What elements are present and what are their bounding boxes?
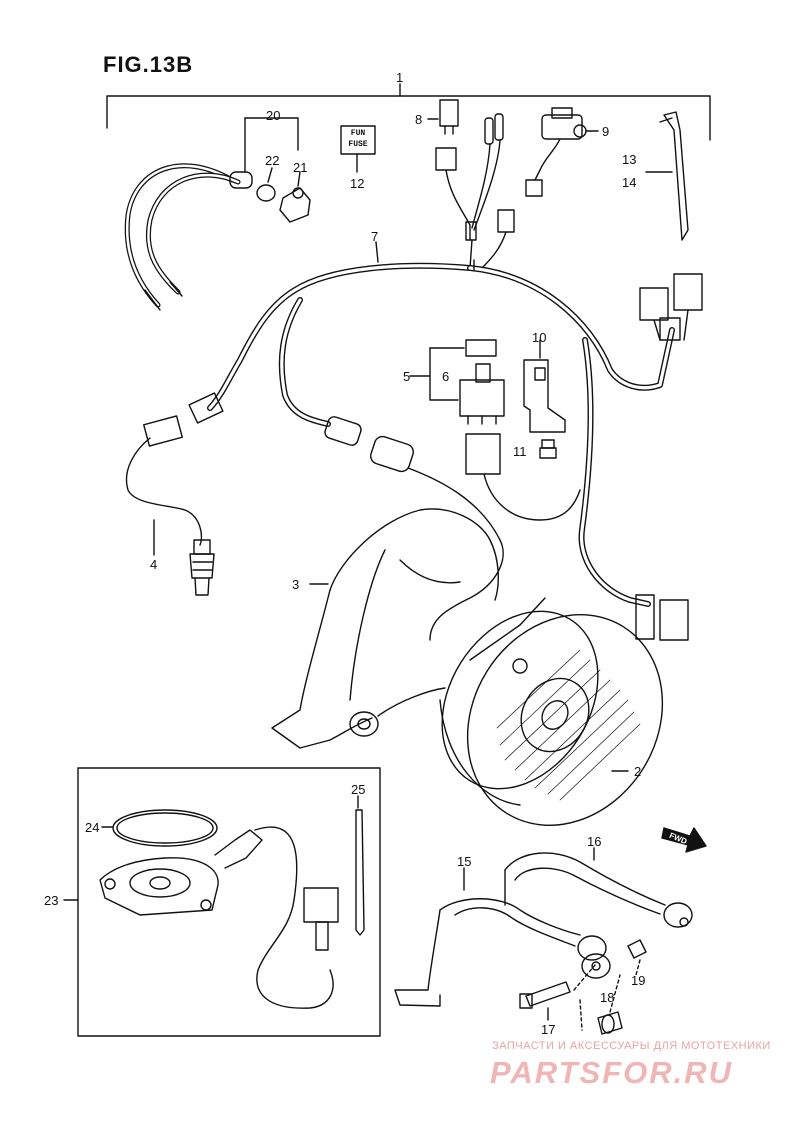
part-18-collar — [597, 1011, 623, 1035]
part-8-fuse — [439, 99, 459, 135]
callout-14: 14 — [622, 175, 637, 190]
callout-10: 10 — [532, 330, 547, 345]
callout-16: 16 — [587, 834, 602, 849]
fan-connector — [635, 594, 689, 641]
part-22-cap — [256, 184, 276, 202]
fuse-label-line1: FUN — [350, 129, 366, 138]
harness-connector-lower — [465, 433, 581, 521]
callout-13: 13 — [622, 152, 637, 167]
callout-11: 11 — [513, 444, 527, 459]
part-25-cable-tie — [355, 795, 365, 936]
part-15-stay — [394, 898, 611, 1007]
part-23-sensor-assembly — [99, 826, 339, 1009]
callout-2: 2 — [634, 764, 642, 779]
callout-1: 1 — [396, 70, 404, 85]
part-13-cable-tie — [659, 111, 689, 241]
part-12-fuse — [340, 125, 376, 155]
part-3-shroud — [271, 508, 499, 749]
callout-5: 5 — [403, 369, 411, 384]
harness-connector-left — [125, 392, 224, 546]
fuse-label-line2: FUSE — [348, 140, 368, 149]
figure-title: FIG.13B — [103, 52, 194, 77]
part-2-fan-motor — [439, 597, 664, 826]
callout-23: 23 — [44, 893, 59, 908]
callout-18: 18 — [600, 990, 615, 1005]
part-4-sensor — [189, 539, 215, 596]
part-19-nut — [627, 939, 647, 959]
part-21-plug-boot — [279, 187, 311, 223]
part-23-inset-box — [77, 767, 381, 1037]
part-17-bolt — [519, 981, 571, 1009]
callout-12: 12 — [350, 176, 365, 191]
assembly-bracket — [106, 95, 711, 141]
callout-20: 20 — [266, 108, 281, 123]
callout-24: 24 — [85, 820, 100, 835]
part-9-relay — [525, 107, 587, 197]
callout-7: 7 — [371, 229, 379, 244]
part-11-bolt — [539, 439, 557, 459]
part-7-main-harness — [207, 241, 675, 607]
callout-17: 17 — [541, 1022, 556, 1037]
callout-4: 4 — [150, 557, 158, 572]
watermark-logo: PARTSFOR.RU — [490, 1055, 734, 1090]
callout-19: 19 — [631, 973, 646, 988]
part-10-bracket — [523, 359, 566, 433]
callout-3: 3 — [292, 577, 300, 592]
part-6-relay — [459, 339, 505, 425]
callout-6: 6 — [442, 369, 450, 384]
harness-connector-middle — [324, 416, 504, 641]
part-16-stay — [504, 852, 693, 928]
callout-25: 25 — [351, 782, 366, 797]
callout-22: 22 — [265, 153, 280, 168]
callout-21: 21 — [293, 160, 308, 175]
callout-8: 8 — [415, 112, 423, 127]
part-24-gasket — [112, 809, 218, 847]
harness-connector-right — [639, 273, 703, 341]
callout-15: 15 — [457, 854, 472, 869]
part-20-wire — [124, 163, 253, 311]
harness-branch-top — [435, 113, 515, 271]
fuse-box-label: FUN FUSE — [342, 128, 374, 150]
watermark-tagline: ЗАПЧАСТИ И АКСЕССУАРЫ ДЛЯ МОТОТЕХНИКИ — [492, 1040, 771, 1052]
fwd-arrow-icon — [661, 827, 707, 853]
callout-9: 9 — [602, 124, 610, 139]
